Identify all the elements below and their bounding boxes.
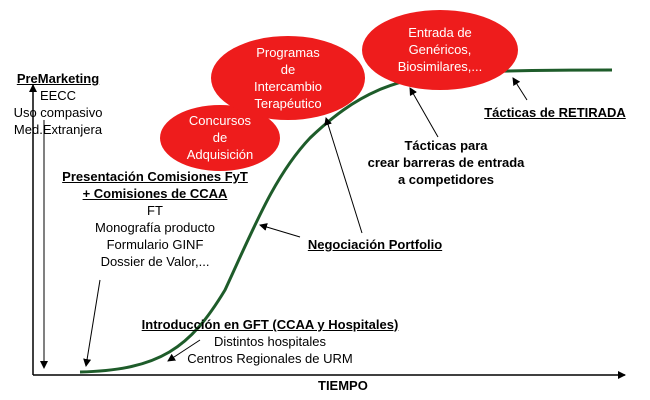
retirada-block: Tácticas de RETIRADA	[480, 104, 630, 121]
arrow-presentacion	[83, 279, 101, 367]
presentacion-line: Formulario GINF	[106, 237, 204, 252]
oval-entrada-line: Entrada de	[408, 25, 472, 40]
barreras-block: Tácticas para crear barreras de entrada …	[366, 137, 526, 188]
oval-programas	[211, 36, 365, 120]
retirada-label: Tácticas de RETIRADA	[484, 105, 626, 120]
presentacion-title: Presentación Comisiones FyT	[62, 169, 248, 184]
oval-programas-text: Programas de Intercambio Terapéutico	[228, 44, 348, 112]
premarketing-block: PreMarketing EECC Uso compasivo Med.Extr…	[4, 70, 112, 138]
presentacion-line: Dossier de Valor,...	[100, 254, 210, 269]
presentacion-block: Presentación Comisiones FyT + Comisiones…	[60, 168, 250, 270]
oval-concursos-line: de	[212, 130, 228, 145]
oval-entrada-text: Entrada de Genéricos, Biosimilares,...	[380, 24, 500, 75]
x-axis-label: TIEMPO	[318, 378, 368, 393]
introduccion-line: Distintos hospitales	[214, 334, 326, 349]
oval-entrada-line: Genéricos,	[408, 42, 472, 57]
lifecycle-curve	[79, 68, 613, 374]
introduccion-line: Centros Regionales de URM	[187, 351, 353, 366]
presentacion-title: + Comisiones de CCAA	[82, 186, 228, 201]
arrow-introduccion	[167, 339, 201, 362]
negociacion-label: Negociación Portfolio	[307, 237, 443, 252]
arrow-retirada	[512, 77, 528, 101]
oval-entrada-line: Biosimilares,...	[397, 59, 483, 74]
negociacion-block: Negociación Portfolio	[300, 236, 450, 253]
oval-entrada	[362, 10, 518, 90]
arrow-barreras	[409, 87, 439, 138]
barreras-line: crear barreras de entrada	[367, 155, 525, 170]
arrow-negociacion	[259, 223, 301, 238]
premarketing-line: EECC	[39, 88, 77, 103]
oval-programas-line: Terapéutico	[254, 96, 322, 111]
presentacion-line: Monografía producto	[95, 220, 215, 235]
presentacion-line: FT	[147, 203, 163, 218]
oval-programas-line: Programas	[256, 45, 320, 60]
oval-concursos-line: Adquisición	[186, 147, 254, 162]
barreras-line: Tácticas para	[404, 138, 488, 153]
barreras-line: a competidores	[397, 172, 495, 187]
oval-concursos-line: Concursos	[188, 113, 252, 128]
oval-programas-line: Intercambio	[254, 79, 322, 94]
arrow-negociacion-2	[324, 117, 363, 234]
premarketing-line: Uso compasivo	[13, 105, 103, 120]
premarketing-title: PreMarketing	[16, 71, 100, 86]
oval-concursos	[160, 105, 280, 171]
premarketing-line: Med.Extranjera	[13, 122, 103, 137]
oval-concursos-text: Concursos de Adquisición	[170, 112, 270, 163]
oval-programas-line: de	[280, 62, 296, 77]
introduccion-title: Introducción en GFT (CCAA y Hospitales)	[141, 317, 399, 332]
introduccion-block: Introducción en GFT (CCAA y Hospitales) …	[130, 316, 410, 367]
